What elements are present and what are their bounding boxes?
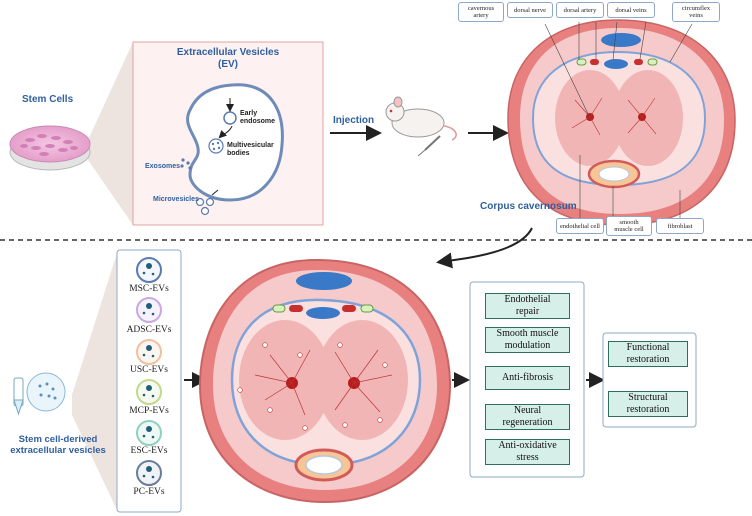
effect-1-line2: repair — [515, 306, 540, 317]
tube-and-dish-bottom — [13, 372, 66, 416]
ev-type-mcp: MCP-EVs — [129, 406, 169, 416]
ev-type-usc: USC-EVs — [129, 365, 168, 375]
exosomes-label: Exosomes — [145, 163, 181, 170]
injection-label: Injection — [333, 115, 375, 126]
petri-dish-top — [9, 125, 91, 171]
callout-smooth-line1: smooth — [619, 219, 639, 226]
mouse-illustration — [385, 96, 457, 157]
early-endosome-label: Early endosome — [240, 110, 275, 126]
outcome-1-line1: Functional — [626, 342, 670, 353]
callout-dorsal-artery: dorsal artery — [556, 2, 604, 18]
microvesicles-label: Microvesicles — [153, 196, 199, 203]
callout-smooth-muscle-cell: smooth muscle cell — [606, 216, 652, 236]
mvb-line2: bodies — [227, 150, 250, 157]
sc-ev-line1: Stem cell-derived — [18, 434, 98, 445]
outcome-functional-restoration: Functional restoration — [608, 341, 688, 367]
effect-2-line2: modulation — [504, 340, 551, 351]
penis-cross-section-bottom — [198, 258, 452, 504]
ev-title: Extracellular Vesicles (EV) — [133, 47, 323, 71]
effect-5-line2: stress — [516, 452, 539, 463]
stem-cell-derived-ev-label: Stem cell-derived extracellular vesicles — [4, 434, 112, 456]
early-endosome-line1: Early — [240, 110, 258, 117]
outcome-1-line2: restoration — [626, 354, 670, 365]
callout-fibroblast: fibroblast — [656, 218, 704, 234]
callout-dorsal-nerve: dorsal nerve — [507, 2, 553, 18]
effect-smooth-muscle-modulation: Smooth muscle modulation — [485, 327, 570, 353]
effect-endothelial-repair: Endothelial repair — [485, 293, 570, 319]
early-endosome-line2: endosome — [240, 118, 276, 125]
callout-cavernous-line1: cavernous — [467, 5, 495, 12]
callout-cavernous-line2: artery — [473, 12, 489, 19]
callout-endothelial-cell: endothelial cell — [556, 218, 604, 234]
stem-cells-label: Stem Cells — [22, 94, 74, 105]
effect-4-line1: Neural — [513, 405, 542, 416]
callout-circumflex-line1: circumflex — [681, 5, 711, 12]
callout-cavernous-artery: cavernous artery — [458, 2, 504, 22]
effect-4-line2: regeneration — [502, 417, 553, 428]
ev-icons — [136, 257, 162, 486]
callout-dorsal-veins: dorsal veins — [607, 2, 655, 18]
callout-smooth-line2: muscle cell — [614, 226, 644, 233]
effect-2-line1: Smooth muscle — [496, 328, 559, 339]
ev-type-esc: ESC-EVs — [130, 446, 168, 456]
zoom-funnel-top — [88, 42, 133, 225]
ev-title-line1: Extracellular Vesicles — [176, 47, 280, 58]
sc-ev-line2: extracellular vesicles — [10, 445, 106, 456]
effect-anti-oxidative-stress: Anti-oxidative stress — [485, 439, 570, 465]
outcome-structural-restoration: Structural restoration — [608, 391, 688, 417]
outcome-2-line1: Structural — [628, 392, 668, 403]
ev-title-line2: (EV) — [218, 59, 238, 70]
effect-3-line1: Anti-fibrosis — [501, 372, 554, 383]
effect-5-line1: Anti-oxidative — [498, 440, 557, 451]
mvb-label: Multivesicular bodies — [227, 142, 274, 158]
ev-type-pc: PC-EVs — [133, 487, 165, 497]
ev-type-list: MSC-EVs ADSC-EVs USC-EVs MCP-EVs ESC-EVs… — [117, 250, 181, 512]
penis-cross-section-top — [507, 19, 736, 226]
effect-anti-fibrosis: Anti-fibrosis — [485, 366, 570, 390]
zoom-funnel-bottom — [72, 250, 118, 512]
effect-neural-regeneration: Neural regeneration — [485, 404, 570, 430]
cell-diagram — [180, 83, 284, 216]
mvb-line1: Multivesicular — [227, 142, 274, 149]
effect-1-line1: Endothelial — [504, 294, 551, 305]
callout-circumflex-line2: veins — [689, 12, 703, 19]
ev-type-msc: MSC-EVs — [129, 284, 169, 294]
callout-circumflex-veins: circumflex veins — [672, 2, 720, 22]
ev-type-adsc: ADSC-EVs — [126, 325, 172, 335]
outcome-2-line2: restoration — [626, 404, 670, 415]
corpus-cavernosum-label: Corpus cavernosum — [480, 201, 577, 212]
